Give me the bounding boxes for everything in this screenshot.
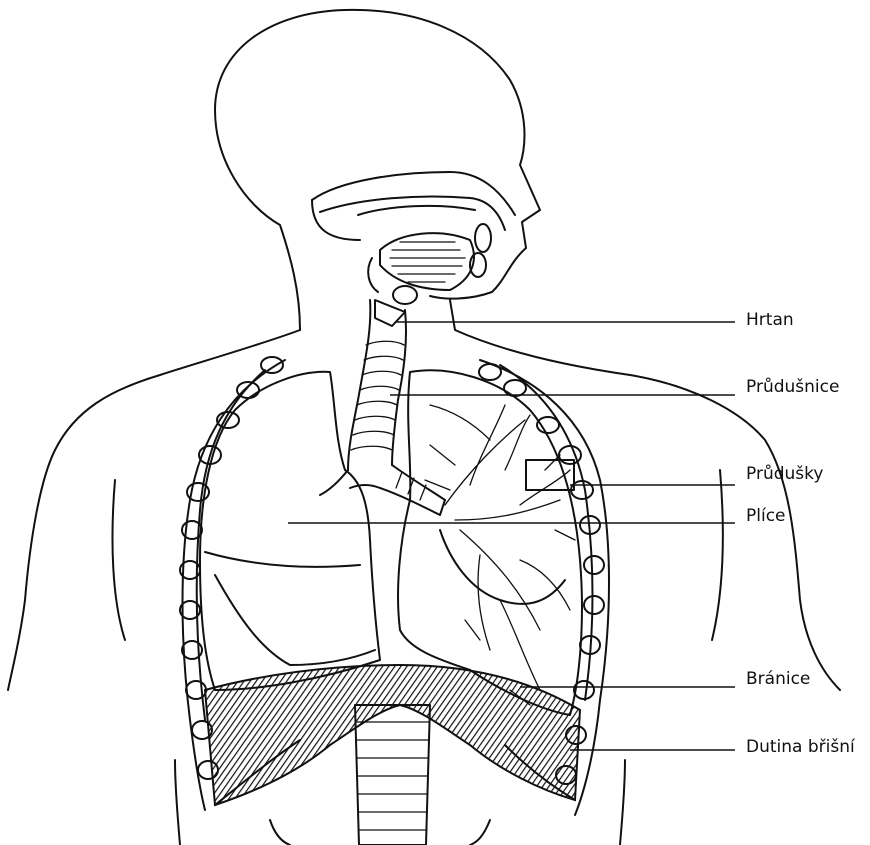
diaphragm (205, 665, 580, 805)
head-airways (312, 172, 515, 304)
right-lung (398, 370, 582, 715)
trachea (320, 300, 445, 515)
body-outline (8, 10, 840, 845)
left-lung (200, 372, 380, 690)
label-prudusnice: Průdušnice (746, 379, 839, 396)
label-plice: Plíce (746, 508, 786, 525)
label-branice: Bránice (746, 671, 810, 688)
label-dutina-brisni: Dutina břišní (746, 739, 855, 756)
label-hrtan: Hrtan (746, 312, 794, 329)
label-prudusky: Průdušky (746, 466, 823, 483)
